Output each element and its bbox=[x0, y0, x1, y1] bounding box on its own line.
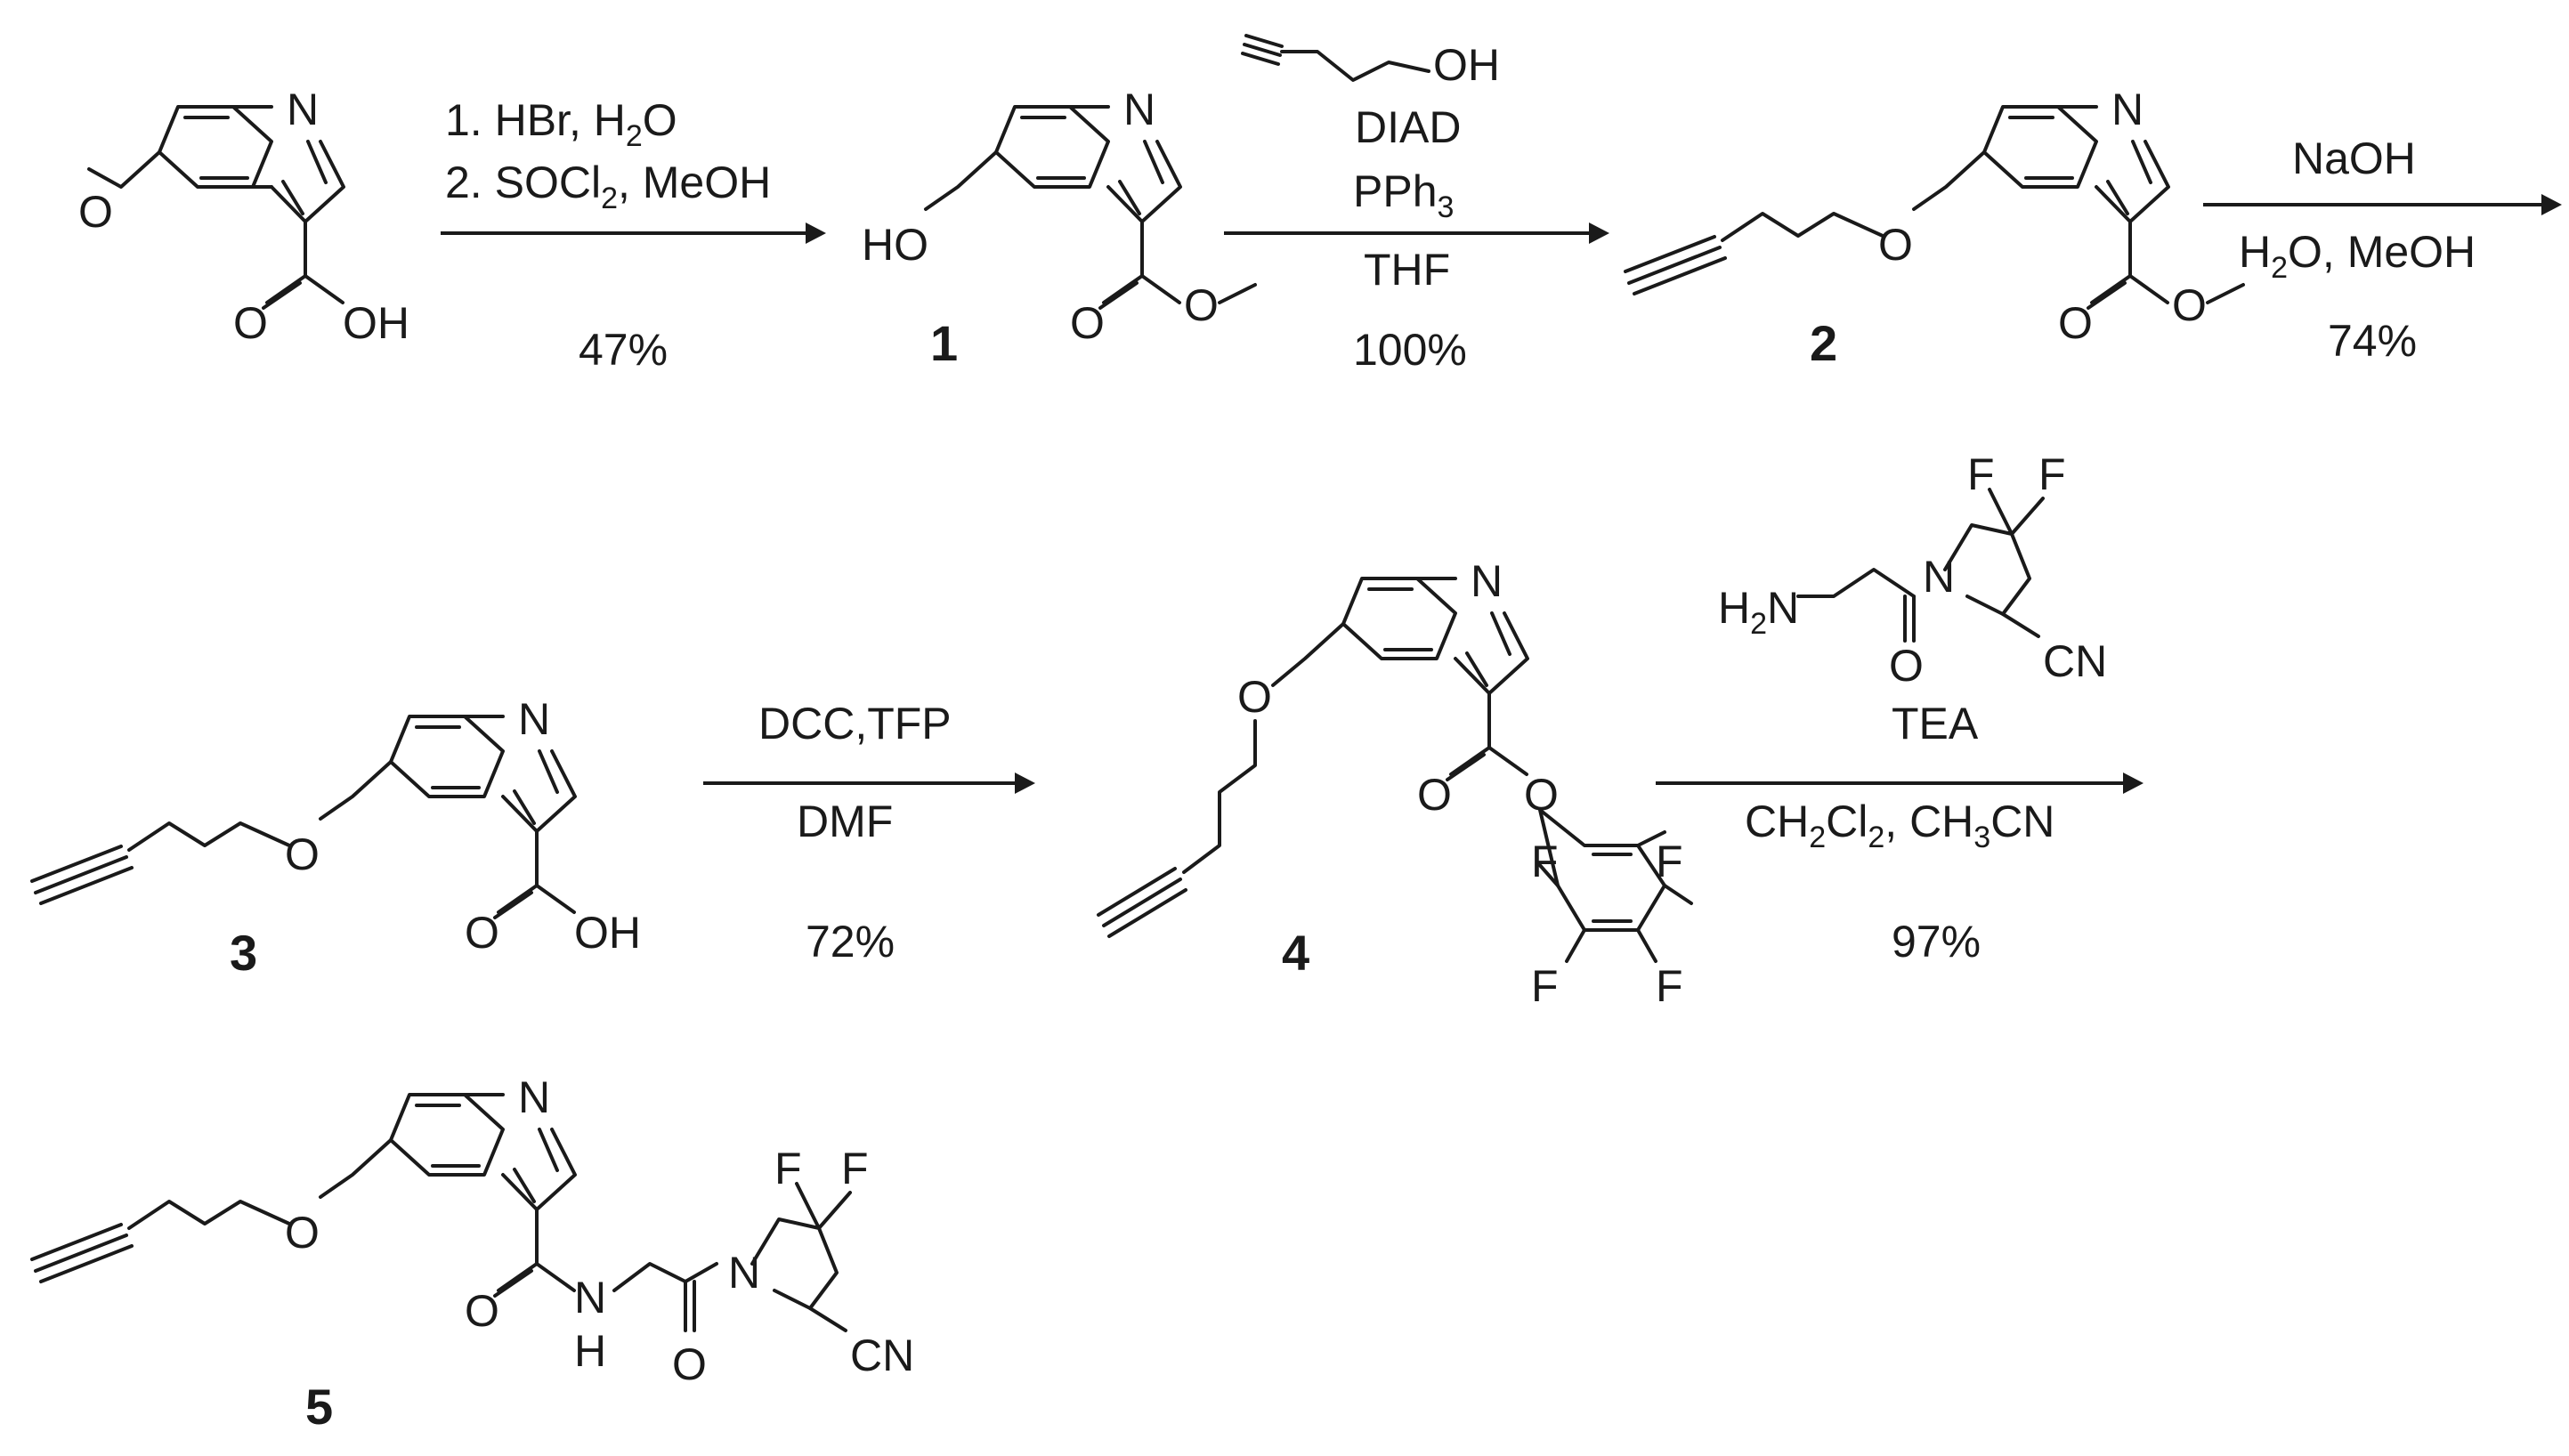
compound-label-1: 1 bbox=[930, 315, 958, 371]
atom-oh: OH bbox=[574, 908, 641, 958]
atom-ho: HO bbox=[862, 220, 928, 270]
atom-f: F bbox=[2038, 449, 2066, 499]
compound-4: N O O O F F F F 4 bbox=[1097, 556, 1693, 1011]
atom-nh: N bbox=[574, 1273, 606, 1323]
compound-label-3: 3 bbox=[230, 925, 257, 981]
compound-1: N HO O O 1 bbox=[862, 85, 1257, 371]
atom-f: F bbox=[841, 1144, 869, 1193]
step3-yield: 74% bbox=[2328, 316, 2417, 366]
step1-arrow: 1. HBr, H2O 2. SOCl2, MeOH 47% bbox=[441, 95, 826, 375]
atom-n: N bbox=[518, 1072, 550, 1122]
compound-label-4: 4 bbox=[1282, 925, 1309, 981]
atom-o: O bbox=[285, 829, 320, 879]
step3-reagent-2: H2O, MeOH bbox=[2239, 227, 2476, 285]
compound-label-5: 5 bbox=[305, 1379, 333, 1435]
atom-n: N bbox=[1123, 85, 1155, 134]
step2-reagent-2: PPh3 bbox=[1353, 166, 1454, 224]
step4-yield: 72% bbox=[806, 917, 895, 967]
atom-o: O bbox=[672, 1339, 707, 1389]
atom-o: O bbox=[1184, 280, 1219, 330]
atom-o: O bbox=[1237, 672, 1272, 722]
atom-f: F bbox=[1531, 961, 1559, 1011]
atom-oh: OH bbox=[1433, 40, 1500, 90]
step4-reagent-1: DCC,TFP bbox=[758, 699, 952, 748]
atom-f: F bbox=[1967, 449, 1995, 499]
step3-arrow: NaOH H2O, MeOH 74% bbox=[2203, 133, 2562, 366]
atom-o: O bbox=[2172, 280, 2207, 330]
step3-reagent-1: NaOH bbox=[2292, 133, 2416, 183]
compound-label-2: 2 bbox=[1810, 315, 1837, 371]
atom-f: F bbox=[1531, 837, 1559, 886]
step5-arrow: H2N N O F F CN TEA CH2Cl2, CH3CN 97% bbox=[1656, 449, 2144, 967]
step1-reagent-2: 2. SOCl2, MeOH bbox=[445, 158, 771, 215]
compound-2: N O O O 2 bbox=[1624, 85, 2245, 371]
atom-cn: CN bbox=[2043, 636, 2107, 686]
atom-o: O bbox=[1878, 220, 1913, 270]
step4-reagent-2: DMF bbox=[797, 797, 893, 846]
atom-h: H bbox=[574, 1326, 606, 1376]
step4-arrow: DCC,TFP DMF 72% bbox=[703, 699, 1035, 967]
atom-cn: CN bbox=[850, 1331, 914, 1380]
atom-o: O bbox=[2058, 298, 2093, 348]
atom-o: O bbox=[285, 1208, 320, 1258]
atom-f: F bbox=[1656, 837, 1683, 886]
step5-reagent-1: TEA bbox=[1892, 699, 1979, 748]
atom-o: O bbox=[1417, 770, 1452, 820]
atom-h2n: H2N bbox=[1718, 583, 1799, 641]
atom-n: N bbox=[2111, 85, 2144, 134]
step5-solvent: CH2Cl2, CH3CN bbox=[1745, 797, 2054, 854]
atom-o: O bbox=[465, 1286, 499, 1336]
atom-o: O bbox=[1070, 298, 1105, 348]
starting-material: N O O OH bbox=[78, 85, 409, 348]
step2-yield: 100% bbox=[1353, 325, 1467, 375]
step2-reagent-3: THF bbox=[1364, 245, 1450, 295]
atom-n: N bbox=[287, 85, 319, 134]
atom-n: N bbox=[1923, 552, 1955, 602]
atom-n: N bbox=[728, 1248, 760, 1298]
atom-n: N bbox=[518, 694, 550, 744]
step1-reagent-1: 1. HBr, H2O bbox=[445, 95, 677, 153]
atom-n: N bbox=[1471, 556, 1503, 606]
atom-o: O bbox=[233, 298, 268, 348]
atom-o: O bbox=[1889, 641, 1924, 691]
compound-5: N O O N H O N F F CN 5 bbox=[30, 1072, 914, 1435]
atom-f: F bbox=[774, 1144, 802, 1193]
atom-o: O bbox=[78, 187, 113, 237]
step1-yield: 47% bbox=[579, 325, 668, 375]
atom-oh: OH bbox=[343, 298, 409, 348]
step2-arrow: OH DIAD PPh3 THF 100% bbox=[1224, 34, 1609, 375]
atom-f: F bbox=[1656, 961, 1683, 1011]
step2-reagent-1: DIAD bbox=[1355, 102, 1461, 152]
atom-o: O bbox=[465, 908, 499, 958]
compound-3: N O O OH 3 bbox=[30, 694, 641, 981]
atom-o: O bbox=[1524, 770, 1559, 820]
step5-yield: 97% bbox=[1892, 917, 1981, 967]
